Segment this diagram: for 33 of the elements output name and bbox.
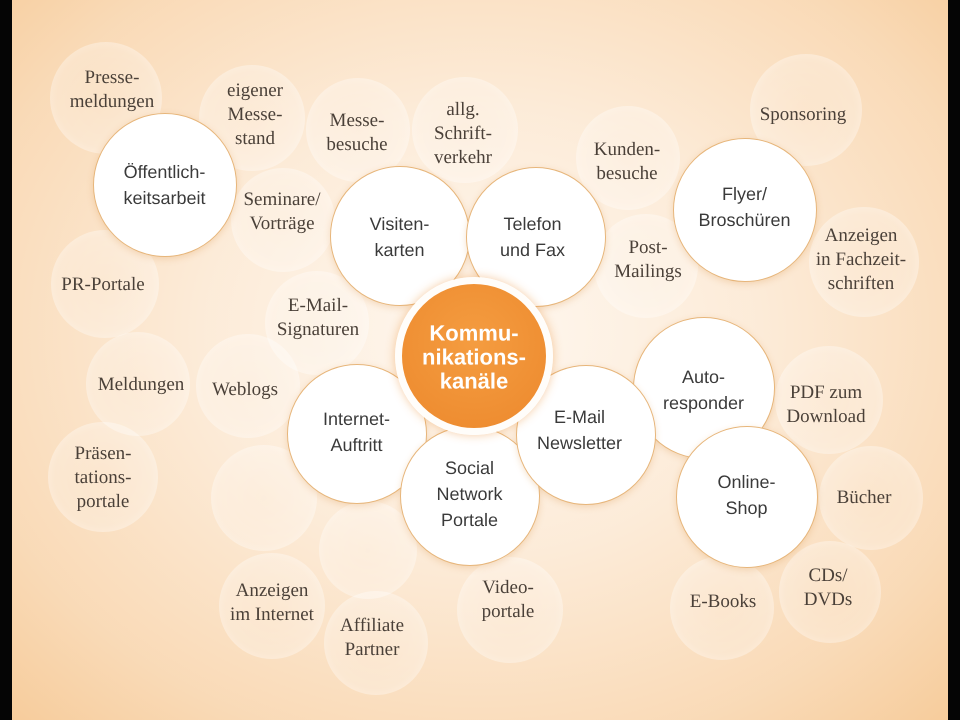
bubble-label: eigener Messe-stand bbox=[227, 80, 283, 150]
faint-bubble bbox=[319, 501, 417, 599]
bubble-label: Sponsoring bbox=[760, 104, 846, 125]
bubble-label: Meldungen bbox=[98, 374, 184, 395]
channel-label: Öffentlich-keitsarbeit bbox=[123, 161, 206, 208]
bubble-label: Bücher bbox=[836, 486, 892, 508]
bubble-label: Präsen-tations-portale bbox=[74, 442, 132, 512]
bubble-label: Anzeigen in Fachzeit-schriften bbox=[816, 224, 906, 294]
bubble-label: Post-Mailings bbox=[614, 236, 682, 282]
channel-label: Flyer/ Broschüren bbox=[698, 183, 791, 230]
channel-label: Visiten-karten bbox=[370, 213, 430, 260]
bubble-label: E-Books bbox=[690, 590, 756, 612]
bubble-label: Weblogs bbox=[212, 378, 278, 400]
bubble-label: PDF zum Download bbox=[786, 382, 866, 427]
channel-label: Telefon und Fax bbox=[500, 213, 566, 260]
bubble-label: Messe-besuche bbox=[326, 110, 388, 155]
bubble-label: E-Mail-Signaturen bbox=[276, 294, 360, 340]
bubble-label: Kunden-besuche bbox=[594, 138, 660, 184]
channel-label: Auto-responder bbox=[662, 366, 744, 412]
bubble-label: Seminare/ Vorträge bbox=[243, 188, 321, 234]
channel-label: E-Mail Newsletter bbox=[536, 406, 622, 452]
channel-label: Internet-Auftritt bbox=[322, 408, 390, 454]
bubble-label: allg. Schrift-verkehr bbox=[434, 98, 492, 168]
bubble-label: Affiliate Partner bbox=[340, 614, 404, 660]
faint-bubble bbox=[231, 168, 335, 272]
bubble-label: Anzeigen im Internet bbox=[230, 580, 314, 625]
bubble-label: CDs/ DVDs bbox=[804, 564, 852, 610]
hub-label: Kommu-nikations-kanäle bbox=[422, 320, 526, 394]
bubble-label: Presse-meldungen bbox=[70, 66, 154, 112]
bubble-label: Video-portale bbox=[482, 576, 534, 622]
channel-label: Social Network Portale bbox=[436, 457, 502, 530]
bubble-label: PR-Portale bbox=[61, 274, 145, 295]
channel-label: Online-Shop bbox=[717, 471, 776, 518]
